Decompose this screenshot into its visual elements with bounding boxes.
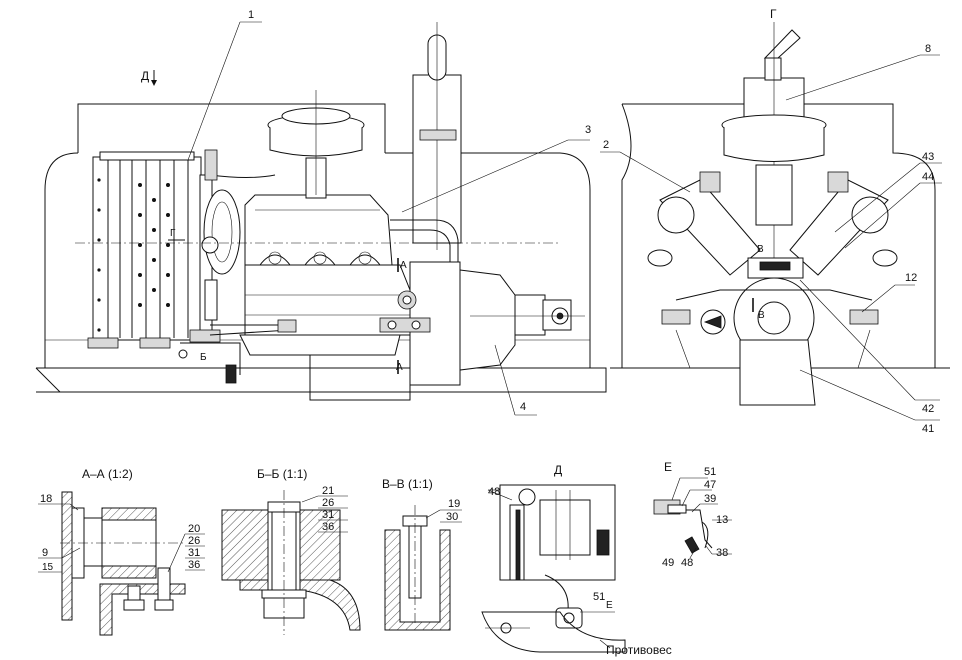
callout-4: 4 xyxy=(494,344,537,416)
section-v-top: В xyxy=(757,244,764,255)
front-engine-view: Г xyxy=(600,7,950,435)
detail-aa-label-26: 26 xyxy=(188,535,200,547)
callout-12-label: 12 xyxy=(905,272,917,284)
callout-2-label: 2 xyxy=(603,139,609,151)
main-engine-view: 1 3 4 Д А А Б Г xyxy=(35,9,607,416)
detail-aa-label-9: 9 xyxy=(42,547,48,559)
detail-bb-title: Б–Б (1:1) xyxy=(257,467,307,481)
detail-e-label-47: 47 xyxy=(704,479,716,491)
section-g-mark: Г xyxy=(168,228,185,241)
detail-vv-title: В–В (1:1) xyxy=(382,477,433,491)
callout-41: 41 xyxy=(799,369,940,435)
detail-d-label-51: 51 xyxy=(593,591,605,603)
callout-4-label: 4 xyxy=(520,401,526,413)
v-engine xyxy=(647,164,898,406)
callout-44: 44 xyxy=(844,171,942,249)
callout-12: 12 xyxy=(861,272,917,313)
detail-aa-leaders xyxy=(38,503,205,573)
callout-8-label: 8 xyxy=(925,43,931,55)
detail-e: Е 51 47 39 13 38 49 48 xyxy=(653,460,732,569)
detail-bb: Б–Б (1:1) 21 26 31 36 xyxy=(221,467,361,635)
engine-block xyxy=(239,194,411,401)
callout-3: 3 xyxy=(401,124,591,213)
air-filter xyxy=(267,90,365,199)
callout-42-label: 42 xyxy=(922,403,934,415)
section-a-bottom: А xyxy=(396,362,403,373)
detail-d: Д 48 51 Е Противовес xyxy=(481,463,672,657)
detail-aa-label-15: 15 xyxy=(42,562,54,573)
section-a-top: А xyxy=(400,260,407,271)
detail-bb-label-36: 36 xyxy=(322,521,334,533)
detail-vv-label-30: 30 xyxy=(446,511,458,523)
callout-2: 2 xyxy=(600,139,691,193)
clutch-housing xyxy=(397,261,585,386)
callout-41-label: 41 xyxy=(922,423,934,435)
section-v-bottom: В xyxy=(758,310,765,321)
detail-e-label-51: 51 xyxy=(704,466,716,478)
detail-e-title: Е xyxy=(664,460,672,474)
detail-d-label-e: Е xyxy=(606,600,613,611)
detail-aa: А–А (1:2) 18 9 15 20 26 31 36 xyxy=(38,467,205,636)
radiator xyxy=(87,151,202,349)
detail-d-title: Д xyxy=(554,463,562,477)
callout-44-label: 44 xyxy=(922,171,934,183)
callout-8: 8 xyxy=(785,43,940,101)
callout-43: 43 xyxy=(834,151,942,233)
detail-vv: В–В (1:1) 19 30 xyxy=(382,477,462,631)
detail-bb-label-21: 21 xyxy=(322,485,334,497)
detail-aa-label-31: 31 xyxy=(188,547,200,559)
detail-bb-label-26: 26 xyxy=(322,497,334,509)
detail-e-label-38: 38 xyxy=(716,547,728,559)
view-g-label: Г xyxy=(770,7,777,21)
detail-aa-label-18: 18 xyxy=(40,493,52,505)
detail-e-label-13: 13 xyxy=(716,514,728,526)
detail-e-leaders xyxy=(671,477,732,559)
callout-3-label: 3 xyxy=(585,124,591,136)
detail-aa-label-36: 36 xyxy=(188,559,200,571)
detail-aa-title: А–А (1:2) xyxy=(82,467,133,481)
callout-1: 1 xyxy=(187,9,262,161)
callout-1-label: 1 xyxy=(248,9,254,21)
detail-aa-label-20: 20 xyxy=(188,523,200,535)
detail-bb-label-31: 31 xyxy=(322,509,334,521)
detail-e-label-49: 49 xyxy=(662,557,674,569)
view-d-label: Д xyxy=(141,69,149,83)
section-g-label: Г xyxy=(170,228,176,239)
section-a-marks: А А xyxy=(396,258,407,374)
view-arrow-d: Д xyxy=(141,69,157,86)
detail-d-label-48: 48 xyxy=(488,486,500,498)
counterweight-label: Противовес xyxy=(606,643,672,657)
section-b-mark: Б xyxy=(200,352,207,363)
radiator-rivets xyxy=(97,178,170,332)
callout-42: 42 xyxy=(799,279,940,415)
callout-43-label: 43 xyxy=(922,151,934,163)
exhaust-stack xyxy=(412,22,462,250)
detail-e-label-48: 48 xyxy=(681,557,693,569)
detail-vv-label-19: 19 xyxy=(448,498,460,510)
detail-e-label-39: 39 xyxy=(704,493,716,505)
